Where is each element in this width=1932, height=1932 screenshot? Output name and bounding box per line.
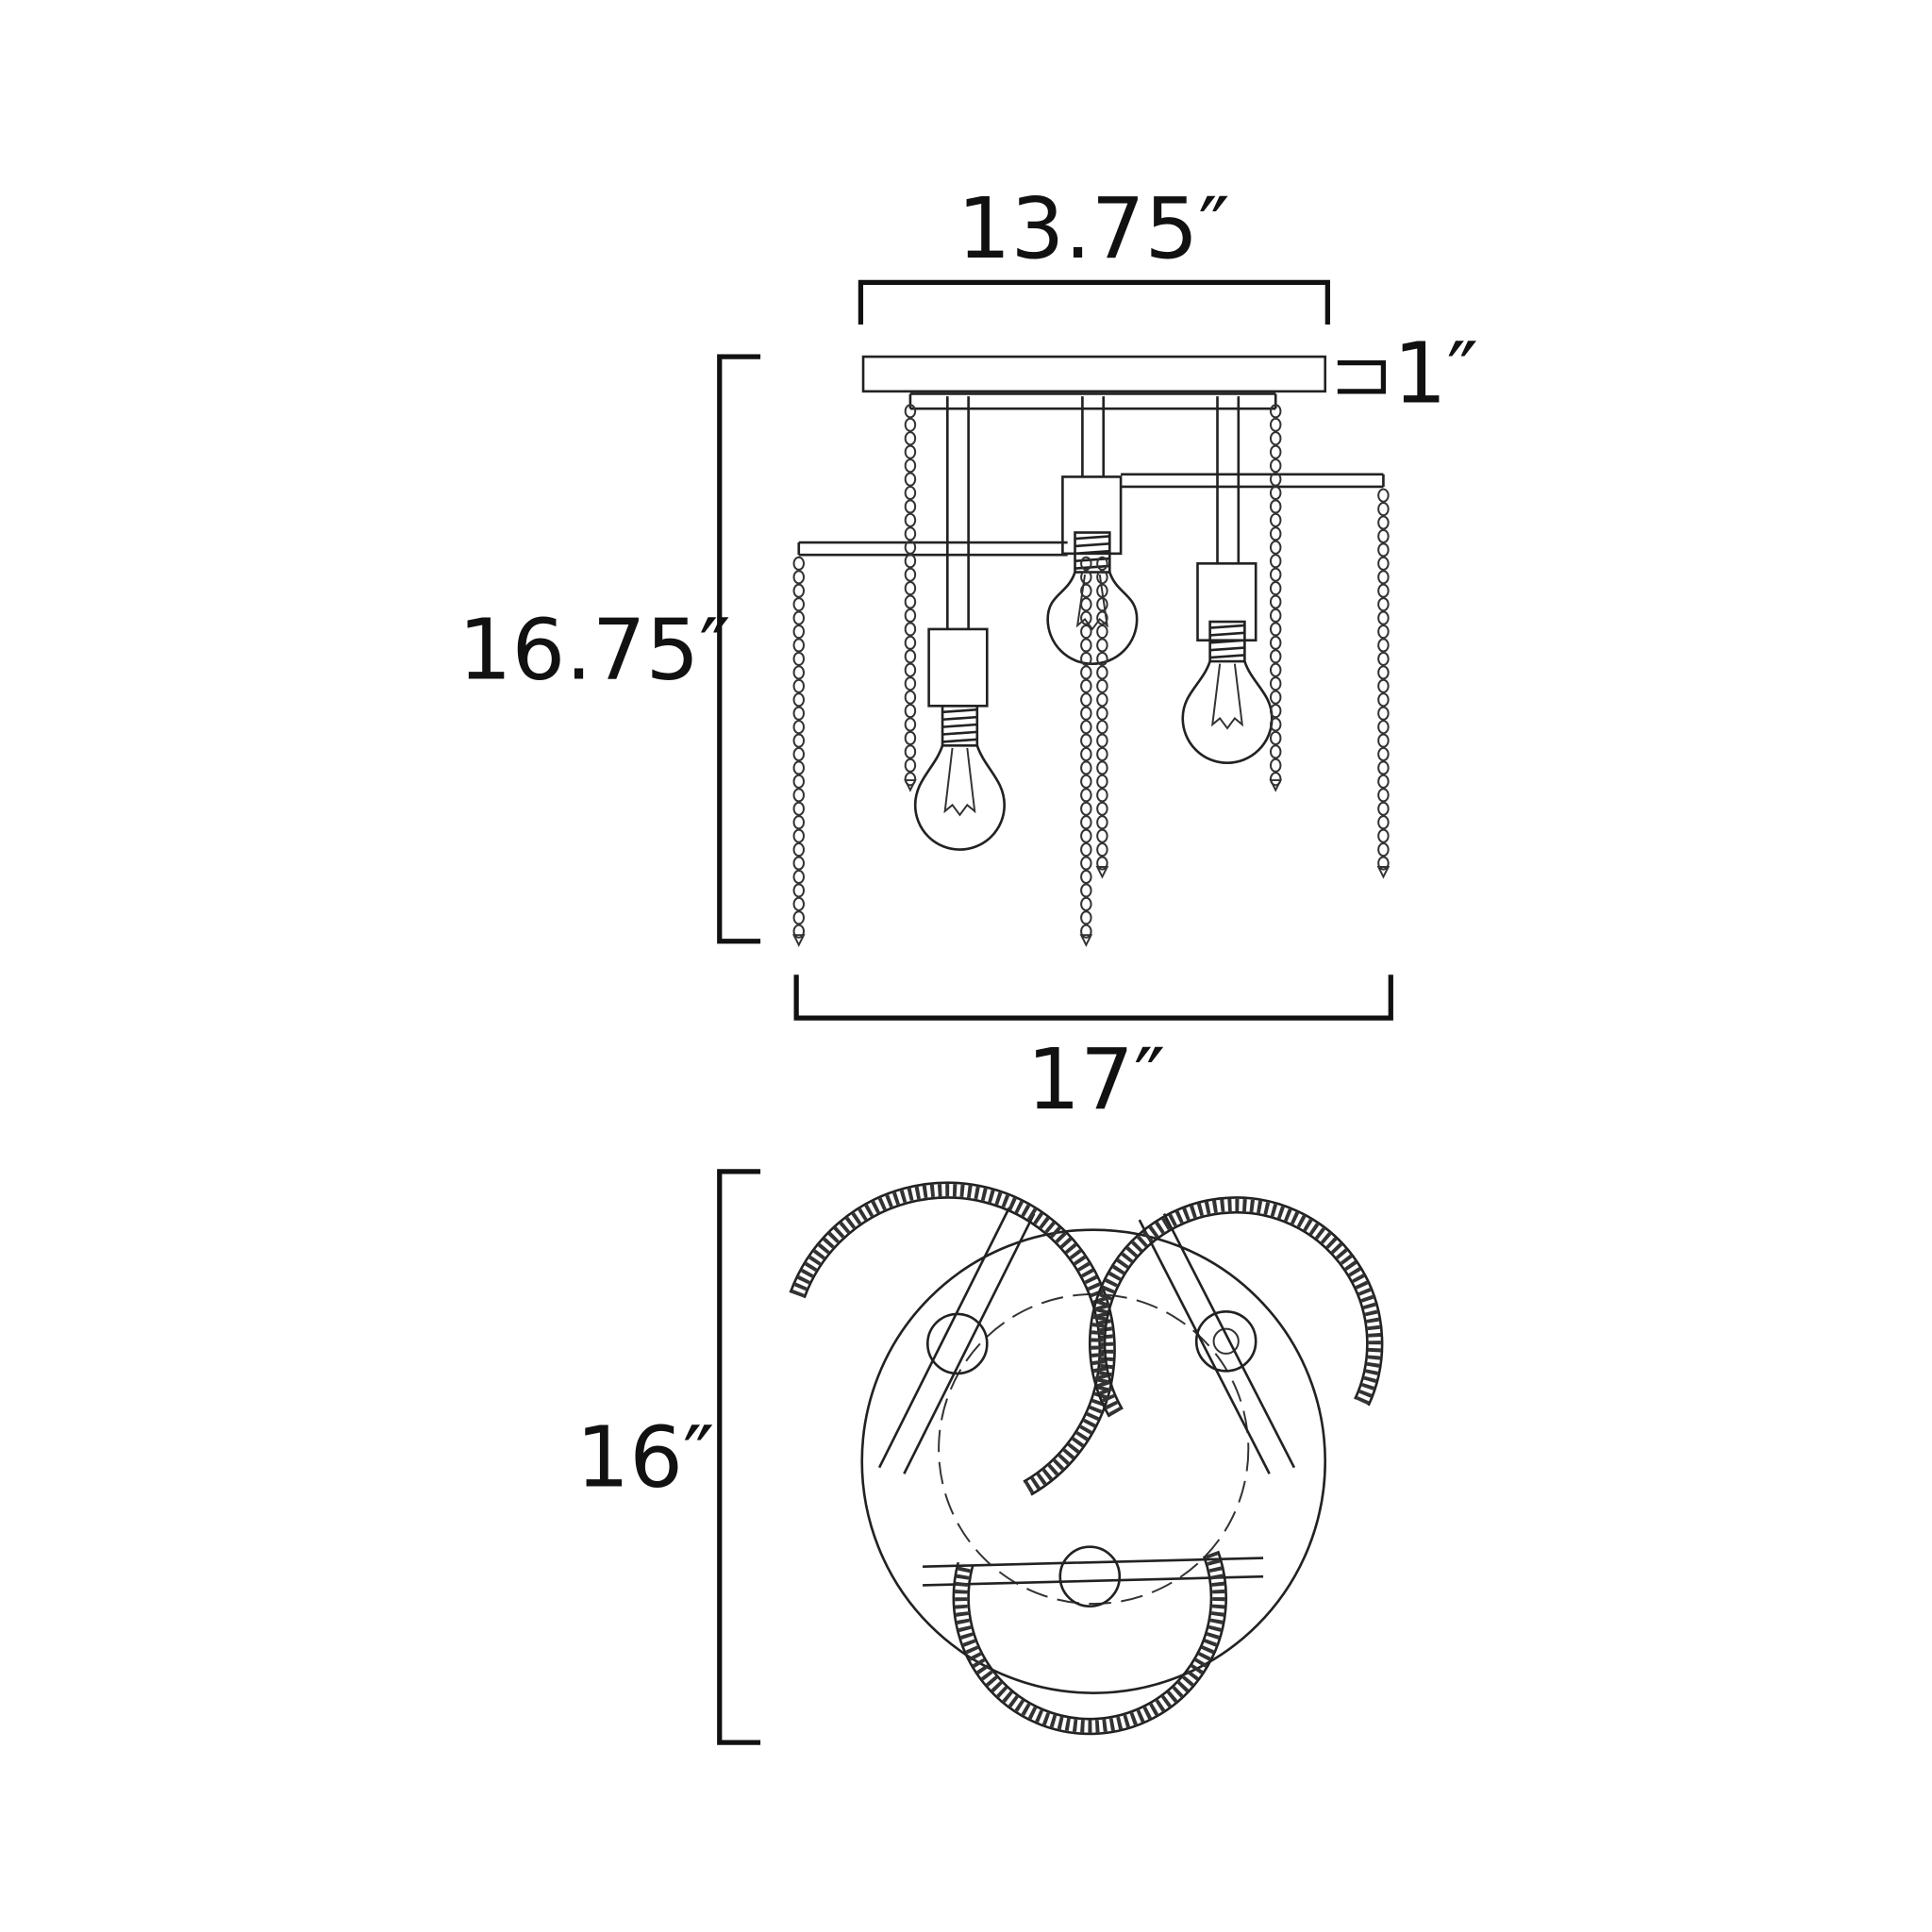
mount-bar bbox=[908, 392, 1277, 410]
beaded-ring bbox=[952, 1550, 1227, 1736]
bead-chain bbox=[1079, 556, 1093, 947]
overall-height-label: 16.75″ bbox=[458, 601, 731, 699]
bead-chain bbox=[904, 404, 917, 792]
canopy-outline bbox=[860, 1228, 1327, 1694]
bead-chain bbox=[1269, 404, 1283, 792]
plan-depth-bracket bbox=[717, 1169, 761, 1745]
bead-chain bbox=[791, 556, 806, 947]
bulb bbox=[1181, 620, 1274, 765]
bulb bbox=[913, 704, 1007, 851]
beaded-ring bbox=[1088, 1196, 1384, 1418]
canopy-height-bracket bbox=[1337, 360, 1387, 394]
canopy-width-label: 13.75″ bbox=[958, 180, 1230, 278]
canopy-width-bracket bbox=[858, 279, 1330, 325]
overall-width-bracket bbox=[793, 974, 1393, 1021]
bulb bbox=[1046, 531, 1139, 665]
arm-left bbox=[797, 541, 1068, 557]
overall-width-label: 17″ bbox=[1026, 1031, 1165, 1129]
bead-chain bbox=[1376, 488, 1391, 879]
overall-height-bracket bbox=[717, 354, 761, 944]
plan-view bbox=[789, 1181, 1384, 1736]
canopy bbox=[861, 355, 1327, 393]
elevation-view bbox=[791, 355, 1391, 947]
plan-depth-label: 16″ bbox=[575, 1408, 714, 1507]
bead-chain bbox=[1095, 556, 1109, 879]
arm-right bbox=[1121, 473, 1385, 489]
beaded-ring bbox=[789, 1181, 1116, 1496]
canopy-height-label: 1″ bbox=[1393, 325, 1478, 424]
